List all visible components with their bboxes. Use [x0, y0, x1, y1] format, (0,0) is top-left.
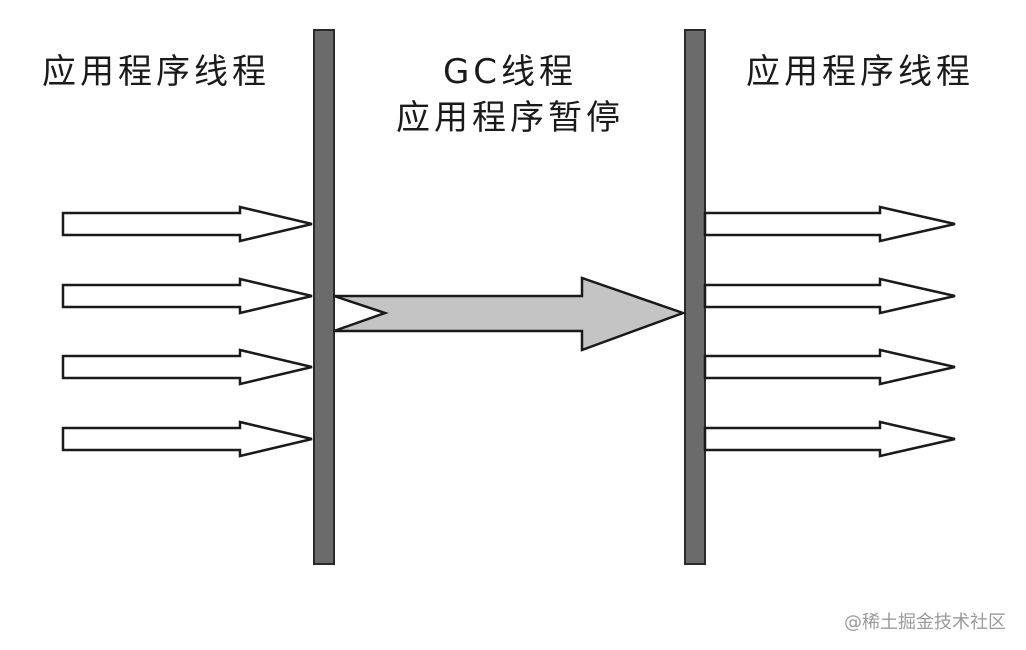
left-thread-arrow-1	[61, 205, 313, 243]
right-thread-arrow-3	[703, 348, 956, 386]
left-threads-label: 应用程序线程	[42, 52, 270, 92]
left-thread-arrow-4	[61, 420, 313, 458]
right-threads-label: 应用程序线程	[746, 52, 974, 92]
left-thread-arrow-3	[61, 348, 313, 386]
left-thread-arrow-2	[61, 277, 313, 315]
gc-thread-arrow	[333, 276, 687, 352]
gc-thread-label: GC线程	[442, 52, 578, 92]
right-thread-arrow-4	[703, 420, 956, 458]
right-thread-arrow-1	[703, 205, 956, 243]
watermark: @稀土掘金技术社区	[844, 612, 1006, 633]
app-paused-label: 应用程序暂停	[396, 98, 624, 138]
right-thread-arrow-2	[703, 277, 956, 315]
